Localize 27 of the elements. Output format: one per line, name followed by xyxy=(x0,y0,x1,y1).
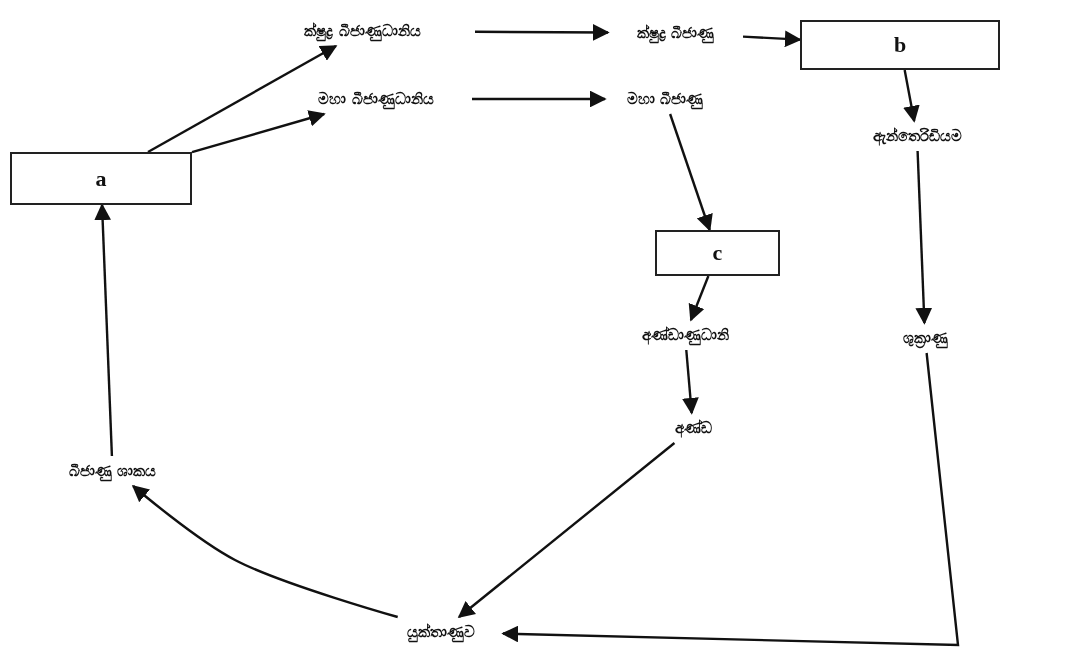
arrow xyxy=(742,30,802,48)
arrow xyxy=(475,24,610,41)
arrow xyxy=(94,203,114,457)
arrow xyxy=(668,113,713,232)
stage-label: බීජාණු ශාකය xyxy=(35,456,190,486)
process-box: c xyxy=(655,230,780,276)
arrow xyxy=(147,44,338,154)
arrow xyxy=(501,352,960,647)
stage-label: ක්ෂුද්‍ර බීජාණුධානිය xyxy=(250,16,475,46)
arrow xyxy=(682,349,699,415)
arrow xyxy=(457,442,676,619)
stage-label: අණ්ඩාණුධානි xyxy=(620,320,750,350)
stage-label: මහා බීජාණුධානිය xyxy=(280,84,472,114)
arrow xyxy=(131,484,398,619)
arrow xyxy=(688,275,710,322)
stage-label: අණ්ඩ xyxy=(662,413,724,443)
stage-label: ඇන්තෙරිඩියම xyxy=(828,121,1006,151)
arrow xyxy=(191,110,326,154)
arrow xyxy=(903,69,920,123)
stage-label: මහා බීජාණු xyxy=(605,84,725,114)
arrow xyxy=(915,150,933,325)
arrow xyxy=(472,90,607,108)
stage-label: ක්ෂුද්‍ර බීජාණු xyxy=(608,18,743,48)
process-box: b xyxy=(800,20,1000,70)
process-box: a xyxy=(10,152,192,205)
stage-label: යුක්තාණුව xyxy=(378,617,503,647)
stage-label: ශුක්‍රාණු xyxy=(885,323,965,353)
